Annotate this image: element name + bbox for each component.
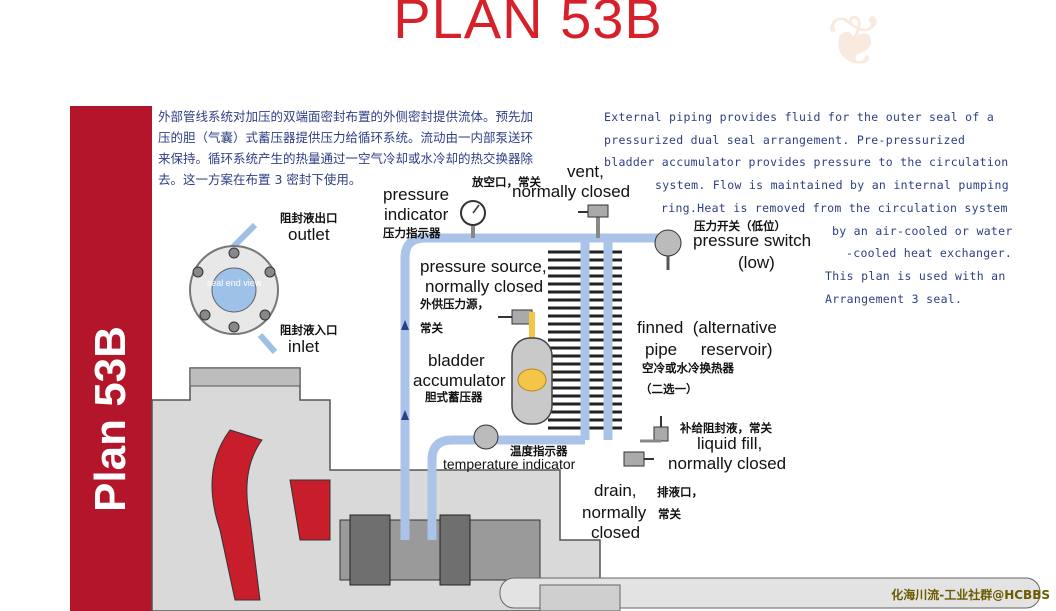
pressure-source-en-label-1: pressure source, (420, 257, 547, 276)
finned-en-label-2: pipe reservoir) (645, 340, 773, 359)
vent-en-label-1: vent, (567, 162, 604, 181)
cn-description-line: 来保持。循环系统产生的热量通过一空气冷却或水冷却的热交换器除 (158, 151, 534, 166)
pressure-indicator-cn-label: 压力指示器 (383, 226, 441, 240)
liquid-fill-en-label-1: liquid fill, (697, 434, 763, 453)
drain-valve-icon (623, 451, 654, 467)
watermark: 化海川流-工业社群@HCBBS (891, 588, 1050, 602)
pump-housing (151, 367, 1041, 611)
en-description-line: External piping provides fluid for the o… (604, 110, 995, 124)
pressure-source-cn-label-1: 外供压力源， (420, 297, 489, 311)
drain-en-label-3: closed (591, 523, 641, 542)
bladder-accumulator-icon (511, 337, 553, 425)
pressure-switch-cn-label: 压力开关（低位） (694, 219, 786, 233)
drain-en-label-2: normally (582, 503, 647, 522)
pressure-gauge-icon (460, 200, 486, 238)
bladder-en-label-1: bladder (428, 351, 485, 370)
cn-description-line: 去。这一方案在布置 3 密封下使用。 (158, 172, 362, 187)
outlet-en-label: outlet (288, 225, 330, 244)
en-description-line: This plan is used with an (825, 268, 1006, 283)
pressure-indicator-label-1: pressure (383, 185, 450, 204)
vent-valve-icon (578, 204, 609, 238)
page-title: PLAN 53B (393, 0, 663, 50)
liquid-fill-en-label-2: normally closed (668, 454, 787, 473)
en-description-line: pressurized dual seal arrangement. Pre-p… (604, 132, 966, 147)
en-description-line: ring.Heat is removed from the circulatio… (661, 200, 1008, 215)
en-description-line: bladder accumulator provides pressure to… (604, 155, 1009, 170)
cn-description-line: 外部管线系统对加压的双端面密封布置的外侧密封提供流体。预先加 (158, 109, 534, 124)
pressure-switch-en-label-1: pressure switch (693, 231, 812, 250)
pressure-switch-en-label-2: (low) (738, 253, 775, 272)
drain-cn-label-2: 常关 (658, 507, 681, 521)
cn-description-line: 压的胆（气囊）式蓄压器提供压力给循环系统。流动由一内部泵送环 (158, 130, 534, 145)
flow-arrow-icon (401, 320, 409, 420)
vent-cn-label: 放空口，常关 (472, 175, 541, 189)
pressure-source-cn-label-2: 常关 (420, 321, 443, 335)
vent-en-label-2: normally closed (512, 182, 631, 201)
inlet-cn-label: 阻封液入口 (280, 323, 338, 337)
finned-cn-label-1: 空冷或水冷换热器 (642, 361, 734, 375)
liquid-fill-valve-icon (640, 416, 669, 443)
temperature-cn-label: 温度指示器 (510, 444, 568, 458)
en-description-line: system. Flow is maintained by an interna… (655, 178, 1009, 193)
seal-end-view (189, 222, 279, 354)
liquid-fill-cn-label: 补给阻封液，常关 (680, 421, 772, 435)
pressure-indicator-label-2: indicator (384, 205, 449, 224)
cn-description: 外部管线系统对加压的双端面密封布置的外侧密封提供流体。预先加 压的胆（气囊）式蓄… (158, 106, 598, 190)
finned-cn-label-2: （二选一） (640, 382, 698, 396)
drain-en-label-1: drain, (594, 481, 637, 500)
en-description-line: by an air-cooled or water (832, 223, 1013, 238)
pressure-source-en-label-2: normally closed (425, 277, 544, 296)
en-description-line: -cooled heat exchanger. (846, 246, 1013, 261)
finned-en-label-1: finned (alternative (637, 318, 777, 337)
bladder-cn-label: 胆式蓄压器 (425, 390, 483, 404)
inlet-en-label: inlet (288, 337, 320, 356)
temperature-indicator-icon (473, 424, 499, 450)
bladder-en-label-2: accumulator (413, 371, 506, 390)
temperature-en-label: temperature indicator (443, 456, 576, 472)
pressure-source-valve-icon (498, 309, 535, 340)
en-description-line: Arrangement 3 seal. (825, 291, 963, 306)
side-bar (70, 106, 152, 611)
seal-end-view-label: seal end view (206, 278, 262, 288)
pressure-switch-icon (654, 229, 682, 270)
drain-cn-label: 排液口， (657, 485, 703, 499)
decorative-calligraphy: ❦ (826, 0, 885, 82)
outlet-cn-label: 阻封液出口 (280, 211, 338, 225)
en-description: External piping provides fluid for the o… (604, 106, 1014, 310)
